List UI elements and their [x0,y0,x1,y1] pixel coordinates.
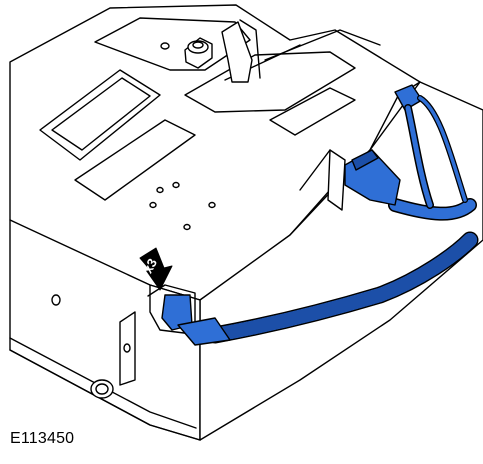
figure-reference-code: E113450 [10,430,75,447]
mounting-bolt [160,37,213,69]
front-face-features [51,149,346,399]
rear-bracket [221,19,261,83]
lower-harness [161,231,479,346]
arrow-down-icon [139,247,173,291]
upper-harness [344,84,477,221]
quantity-label: x3 [140,256,160,276]
top-panel-recesses [39,17,381,201]
top-face-holes [149,181,216,231]
module-housing [9,4,483,441]
quantity-callout: x3 [139,247,173,291]
